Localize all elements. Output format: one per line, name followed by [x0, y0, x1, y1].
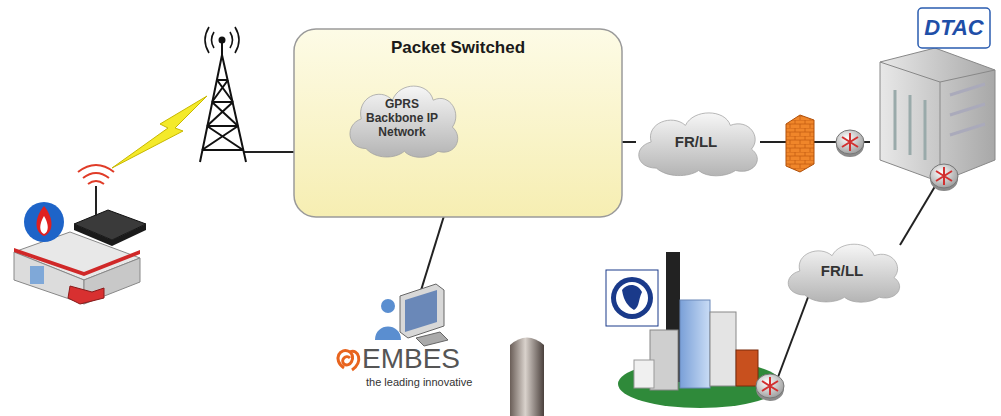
- user-icon: [381, 299, 395, 313]
- gprs-modem: [74, 165, 146, 246]
- wire: [900, 178, 940, 245]
- office-building: [918, 8, 990, 48]
- gprs-modem: [74, 210, 146, 240]
- company-logo: [350, 351, 359, 370]
- router-icon: [836, 130, 864, 157]
- antenna-tower: [205, 27, 239, 53]
- cylinder: [510, 338, 544, 416]
- firewall-icon: [786, 115, 814, 172]
- company-logo: [338, 351, 359, 370]
- computer-icon: [405, 290, 437, 332]
- cylinder: [510, 338, 544, 416]
- antenna-tower: [200, 27, 246, 162]
- bank-logo: [606, 270, 658, 326]
- company-name: EMBES: [362, 344, 460, 375]
- router-icon: [756, 374, 784, 401]
- bank-logo: [622, 285, 642, 310]
- lightning-bolt: [112, 96, 207, 168]
- bank-logo: [611, 277, 653, 319]
- company-logo: [338, 351, 353, 368]
- cloud-outline: [639, 113, 758, 176]
- network-cloud: FR/LL: [780, 236, 904, 306]
- company-slogan: the leading innovative: [366, 376, 472, 388]
- gas-station: [24, 202, 64, 242]
- user-icon: [375, 327, 401, 341]
- office-building: [880, 62, 995, 182]
- bank-logo: [616, 282, 648, 314]
- gprs-modem: [74, 224, 146, 246]
- router-icon: [930, 164, 958, 191]
- cloud-label: FR/LL: [675, 133, 718, 150]
- network-cloud: FR/LL: [630, 104, 762, 180]
- gas-station: [30, 266, 44, 284]
- wire: [775, 292, 810, 385]
- antenna-tower: [200, 55, 246, 162]
- panel-outline: [294, 29, 622, 217]
- company-logo-text: DTAC: [918, 8, 990, 48]
- network-region: Packet SwitchedGPRS Backbone IP Network: [293, 28, 623, 218]
- computer-icon: [400, 284, 444, 338]
- office-building: [950, 84, 985, 135]
- router-icon: [836, 130, 864, 157]
- panel-title: Packet Switched: [391, 38, 525, 58]
- computer-icon: [400, 284, 448, 346]
- office-building: [895, 90, 925, 160]
- gprs-modem: [95, 186, 97, 216]
- lightning-bolt: [112, 96, 207, 168]
- cloud-outline: [788, 244, 899, 302]
- bank-buildings: [710, 312, 736, 386]
- gas-station: [68, 286, 104, 304]
- bank-buildings: [736, 350, 758, 386]
- antenna-tower: [202, 80, 243, 150]
- gprs-modem: [78, 165, 114, 184]
- gas-station: [37, 206, 52, 236]
- antenna-tower: [220, 38, 225, 43]
- network-cloud: GPRS Backbone IP Network: [342, 76, 462, 162]
- router-icon: [756, 374, 784, 401]
- cloud-label: FR/LL: [821, 262, 864, 279]
- antenna-tower: [202, 80, 243, 150]
- firewall-icon: [786, 115, 814, 172]
- bank-buildings: [634, 360, 654, 388]
- office-building: [880, 48, 995, 182]
- cloud-label: GPRS Backbone IP Network: [362, 98, 442, 139]
- office-building: [880, 8, 995, 182]
- cloud-outline: [350, 86, 458, 157]
- gas-station: [40, 216, 48, 234]
- bank-logo: [606, 270, 658, 326]
- bank-buildings: [680, 300, 710, 388]
- user-icon: [375, 299, 401, 340]
- router-icon: [930, 164, 958, 191]
